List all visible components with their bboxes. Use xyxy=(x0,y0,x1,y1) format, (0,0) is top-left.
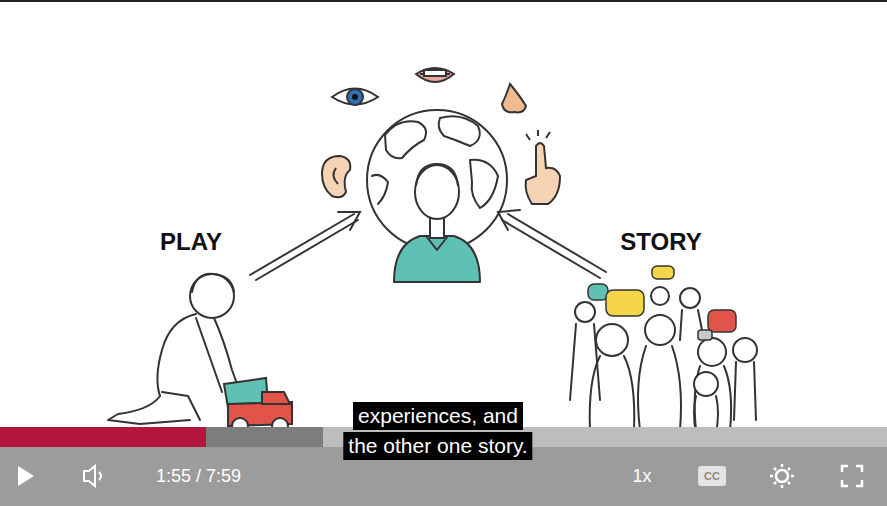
speed-button: 1x xyxy=(632,464,651,488)
globe xyxy=(367,110,507,250)
eye xyxy=(332,89,378,106)
nose xyxy=(502,84,526,112)
subtitle-line: the other one story. xyxy=(343,432,532,460)
top-border xyxy=(0,0,887,2)
arrow xyxy=(250,210,606,280)
subtitle-line: experiences, and xyxy=(353,402,523,430)
settings-icon xyxy=(770,464,794,488)
child-figure xyxy=(108,274,240,424)
person xyxy=(394,164,480,282)
progress-buffer xyxy=(206,427,323,447)
fullscreen-icon xyxy=(842,466,862,486)
ear xyxy=(322,156,350,197)
speech-bubble xyxy=(588,266,736,340)
time-display: 1:55 / 7:59 xyxy=(156,464,241,488)
toy-truck xyxy=(224,378,292,434)
volume-icon xyxy=(84,466,101,486)
finger xyxy=(526,130,560,204)
progress-played xyxy=(0,427,206,447)
mouth xyxy=(416,68,454,82)
play-icon xyxy=(18,466,34,486)
captions-button: CC xyxy=(698,466,726,486)
section-heading: STORY xyxy=(620,228,701,256)
section-heading: PLAY xyxy=(160,228,222,256)
crowd xyxy=(570,287,757,434)
